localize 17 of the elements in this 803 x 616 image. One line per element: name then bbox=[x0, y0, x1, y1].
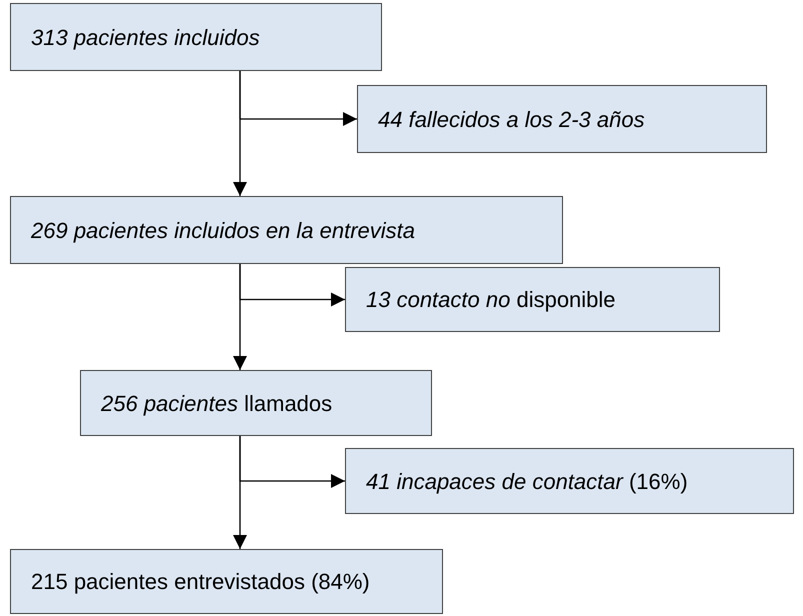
process-box bbox=[10, 196, 563, 264]
box-text: 41 incapaces de contactar (16%) bbox=[366, 468, 689, 496]
process-box bbox=[80, 370, 432, 436]
box-text: 13 contacto no disponible bbox=[366, 286, 617, 314]
process-box bbox=[357, 85, 767, 153]
process-box bbox=[10, 549, 443, 614]
box-text: 313 pacientes incluidos bbox=[31, 24, 261, 52]
process-box bbox=[345, 267, 720, 332]
arrow bbox=[239, 264, 345, 306]
box-text: 256 pacientes llamados bbox=[101, 390, 334, 418]
process-box bbox=[345, 448, 794, 514]
box-text: 44 fallecidos a los 2-3 años bbox=[378, 106, 646, 134]
process-box bbox=[10, 3, 382, 71]
arrow bbox=[239, 436, 345, 488]
box-text: 269 pacientes incluidos en la entrevista bbox=[31, 216, 416, 245]
box-text: 215 pacientes entrevistados (84%) bbox=[31, 568, 371, 596]
arrow bbox=[239, 71, 357, 126]
